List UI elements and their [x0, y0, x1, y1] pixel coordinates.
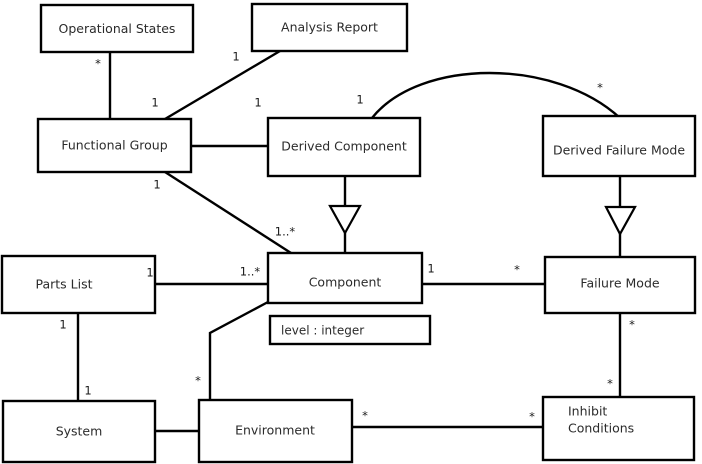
class-box-derived-component[interactable]: Derived Component [266, 116, 422, 178]
class-rect[interactable] [250, 2, 409, 53]
class-box-parts-list[interactable]: Parts List [0, 254, 157, 315]
class-box-system[interactable]: System [1, 399, 157, 464]
multiplicity-derived-component-to-derived-failure-mode-near-dc: 1 [356, 93, 363, 107]
multiplicity-functional-group-to-component-near-comp: 1..* [275, 225, 296, 239]
association-functional-group-component [164, 170, 292, 255]
class-attributes-rect[interactable] [268, 314, 432, 346]
class-rect[interactable] [36, 117, 193, 174]
multiplicity-functional-group-to-derived-component: 1 [254, 96, 261, 110]
class-name-derived-failure-mode: Derived Failure Mode [553, 143, 685, 158]
class-rect[interactable] [541, 395, 696, 462]
class-rect[interactable] [0, 254, 157, 315]
multiplicity-derived-component-to-derived-failure-mode-near-dfm: * [597, 81, 603, 95]
class-box-operational-states[interactable]: Operational States [39, 3, 195, 54]
class-attribute-level: level : integer [281, 324, 364, 338]
multiplicity-parts-list-to-system-near-pl: 1 [59, 318, 66, 332]
multiplicity-functional-group-to-analysis-report-near-ar: 1 [232, 50, 239, 64]
multiplicity-environment-to-inhibit-conditions-near-ic: * [529, 410, 535, 424]
multiplicity-operational-states-to-functional-group: * [95, 57, 101, 71]
generalization-derived-component-component [328, 176, 362, 253]
class-name-component: Component [309, 275, 382, 290]
class-box-analysis-report[interactable]: Analysis Report [250, 2, 409, 53]
class-name-operational-states: Operational States [59, 21, 176, 36]
class-rect[interactable] [541, 114, 697, 178]
generalization-triangle-icon [328, 204, 362, 236]
class-name-inhibit-conditions-line1: Inhibit [568, 404, 607, 419]
association-component-environment [208, 300, 269, 400]
generalization-derived-failure-mode-failure-mode [604, 176, 637, 257]
class-name-derived-component: Derived Component [281, 139, 407, 154]
class-rect[interactable] [197, 398, 354, 464]
class-name-environment: Environment [235, 423, 315, 438]
class-rect[interactable] [266, 251, 424, 305]
class-box-environment[interactable]: Environment [197, 398, 354, 464]
multiplicity-environment-to-inhibit-conditions-near-env: * [362, 409, 368, 423]
class-name-system: System [56, 424, 103, 439]
class-name-parts-list: Parts List [35, 277, 92, 292]
multiplicity-functional-group-to-component-near-fg: 1 [153, 178, 160, 192]
association-derived-component-derived-failure-mode [371, 71, 621, 119]
class-name-functional-group: Functional Group [61, 138, 167, 153]
multiplicity-parts-list-to-component-near-pl: 1 [146, 266, 153, 280]
class-name-analysis-report: Analysis Report [281, 20, 378, 35]
class-name-failure-mode: Failure Mode [580, 276, 659, 291]
multiplicity-parts-list-to-component-near-comp: 1..* [240, 265, 261, 279]
assoc-arc [371, 71, 621, 119]
assoc-line [164, 49, 281, 121]
multiplicity-parts-list-to-system-near-sys: 1 [84, 384, 91, 398]
class-box-component[interactable]: Component level : integer [266, 251, 432, 346]
association-functional-group-analysis-report [164, 49, 281, 121]
class-name-inhibit-conditions-line2: Conditions [568, 421, 634, 436]
multiplicity-functional-group-to-analysis-report-near-fg: 1 [151, 96, 158, 110]
multiplicity-component-to-environment-near-env: * [195, 374, 201, 388]
class-box-inhibit-conditions[interactable]: Inhibit Conditions [541, 395, 696, 462]
class-box-derived-failure-mode[interactable]: Derived Failure Mode [541, 114, 697, 178]
class-rect[interactable] [543, 255, 697, 315]
multiplicity-failure-mode-to-inhibit-conditions-near-ic: * [607, 377, 613, 391]
class-rect[interactable] [39, 3, 195, 54]
multiplicity-failure-mode-to-inhibit-conditions-near-fm: * [629, 318, 635, 332]
class-box-failure-mode[interactable]: Failure Mode [543, 255, 697, 315]
class-box-functional-group[interactable]: Functional Group [36, 117, 193, 174]
generalization-triangle-icon [604, 205, 637, 237]
multiplicity-component-to-failure-mode-near-fm: * [514, 263, 520, 277]
multiplicity-component-to-failure-mode-near-comp: 1 [427, 262, 434, 276]
assoc-polyline [208, 300, 269, 400]
class-rect[interactable] [1, 399, 157, 464]
class-rect[interactable] [266, 116, 422, 178]
assoc-line [164, 170, 292, 255]
